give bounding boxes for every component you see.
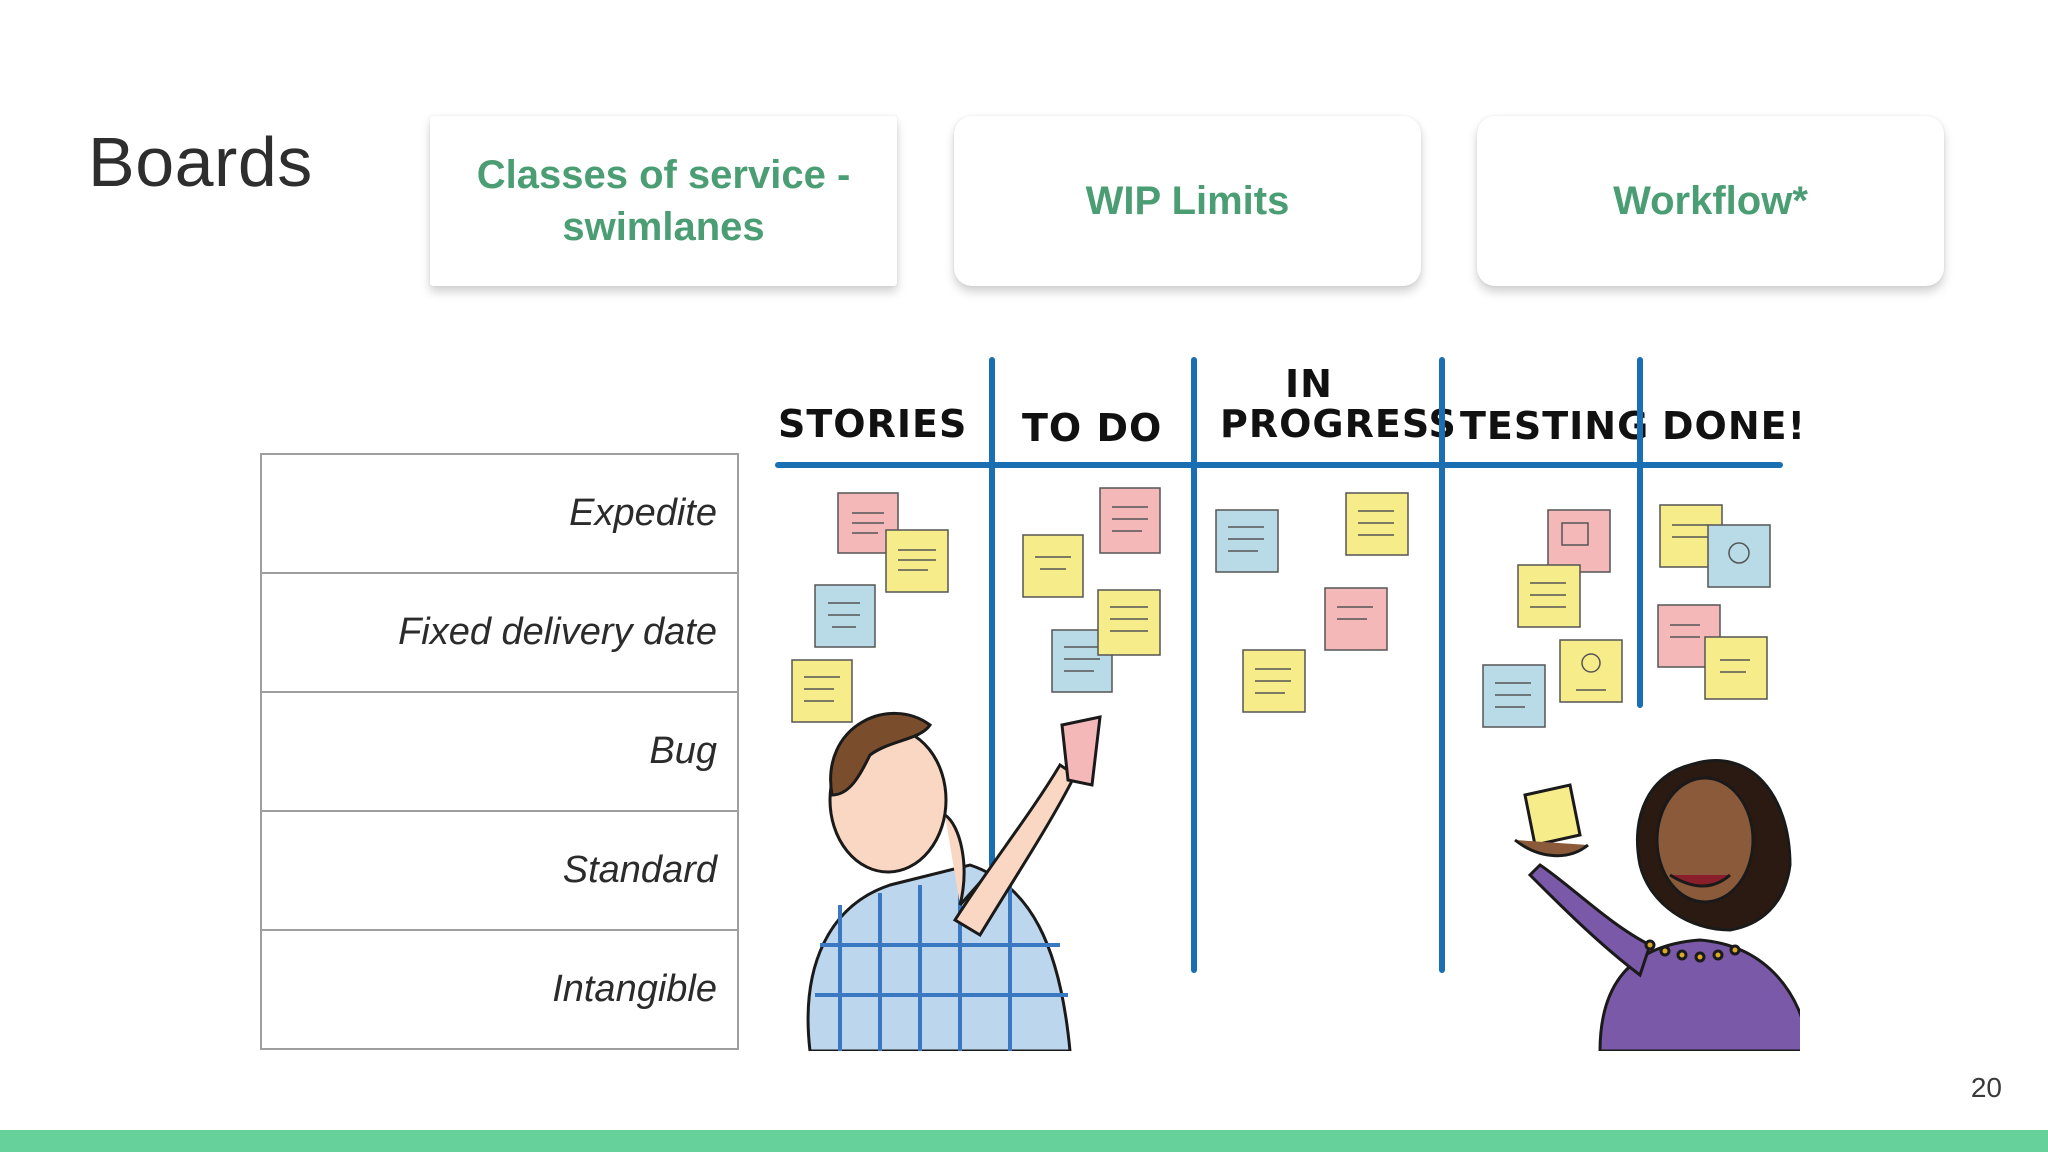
column-label-done: DONE!: [1662, 404, 1800, 448]
sticky-note: [885, 529, 949, 593]
woman-figure: [1514, 759, 1800, 1051]
board-lines: [775, 357, 1783, 973]
sticky-note: [1097, 589, 1161, 656]
kanban-board-illustration: STORIES TO DO IN PROGRESS TESTING DONE!: [775, 357, 1800, 1051]
sticky-note: [1242, 649, 1306, 713]
swimlane-expedite: Expedite: [262, 455, 737, 574]
card-wip-limits-label: WIP Limits: [1085, 179, 1290, 223]
page-number: 20: [1970, 1072, 2002, 1103]
sticky-note: [1517, 564, 1581, 628]
card-classes-of-service-line1: Classes of service -: [476, 153, 851, 197]
column-label-in: IN: [1285, 362, 1333, 406]
card-workflow-label: Workflow*: [1613, 179, 1808, 223]
footer-bar: [0, 1130, 2048, 1152]
sticky-note: [791, 659, 853, 723]
swimlane-standard: Standard: [262, 812, 737, 931]
column-label-progress: PROGRESS: [1220, 402, 1457, 446]
sticky-note: [1215, 509, 1279, 573]
card-classes-of-service[interactable]: Classes of service - swimlanes: [430, 116, 897, 286]
slide-title: Boards: [88, 123, 313, 201]
sticky-note: [1345, 492, 1409, 556]
sticky-note: [1657, 604, 1721, 668]
sticky-note: [1704, 636, 1768, 700]
sticky-note: [1099, 487, 1161, 554]
sticky-note: [1547, 509, 1611, 573]
man-figure: [806, 711, 1102, 1051]
card-classes-of-service-line2: swimlanes: [562, 205, 765, 249]
sticky-note: [1707, 524, 1771, 588]
sticky-notes: [791, 487, 1771, 728]
sticky-note: [1324, 587, 1388, 651]
sticky-note: [1559, 639, 1623, 703]
card-wip-limits[interactable]: WIP Limits: [954, 116, 1421, 286]
swimlane-table: Expedite Fixed delivery date Bug Standar…: [260, 453, 739, 1050]
sticky-note: [1482, 664, 1546, 728]
swimlane-fixed-delivery-date: Fixed delivery date: [262, 574, 737, 693]
sticky-note: [1022, 534, 1084, 598]
swimlane-bug: Bug: [262, 693, 737, 812]
column-label-stories: STORIES: [778, 402, 967, 446]
column-label-to-do: TO DO: [1022, 406, 1162, 450]
sticky-note: [814, 584, 876, 648]
column-label-testing: TESTING: [1460, 404, 1649, 448]
swimlane-intangible: Intangible: [552, 968, 717, 1010]
card-workflow[interactable]: Workflow*: [1477, 116, 1944, 286]
